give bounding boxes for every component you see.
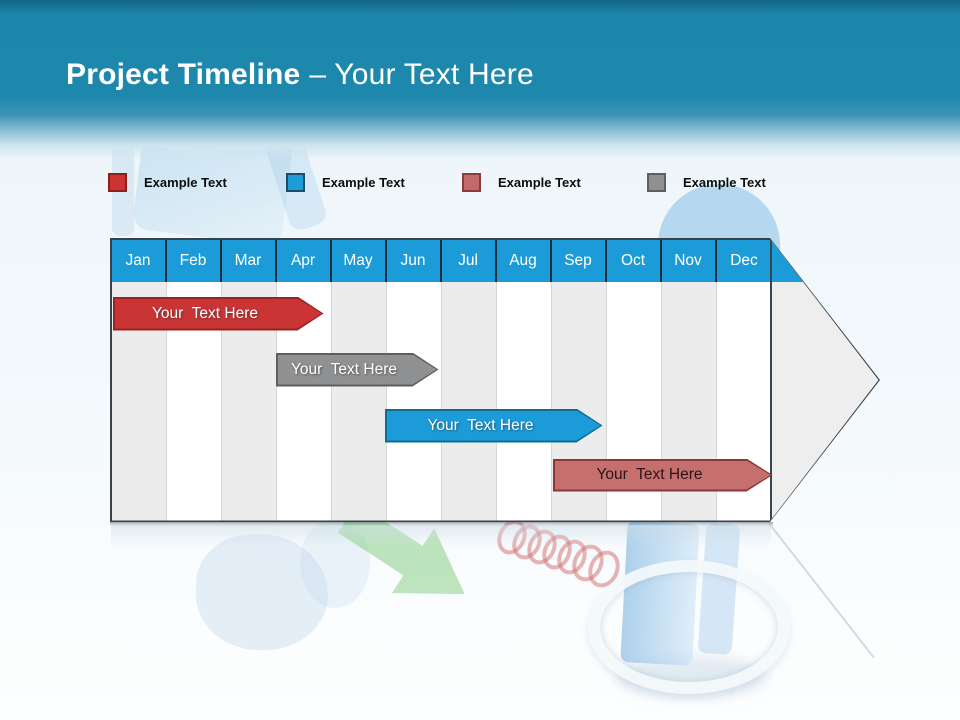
grid-column bbox=[441, 281, 497, 521]
month-cell-dec[interactable]: Dec bbox=[730, 251, 758, 269]
task-arrow-fill bbox=[115, 299, 322, 329]
legend-label: Example Text bbox=[322, 174, 405, 190]
legend-swatch-icon bbox=[286, 172, 305, 192]
legend-swatch-icon bbox=[462, 172, 481, 192]
grid-column bbox=[331, 281, 387, 521]
month-cell-sep[interactable]: Sep bbox=[552, 239, 607, 282]
month-cell-may[interactable]: May bbox=[332, 239, 387, 282]
ghost-sitting-figure bbox=[196, 534, 328, 650]
task-arrow[interactable]: Your Text Here bbox=[113, 297, 324, 331]
month-cell-aug[interactable]: Aug bbox=[497, 239, 552, 282]
legend-swatch-icon bbox=[647, 172, 666, 192]
month-cell-feb[interactable]: Feb bbox=[167, 239, 222, 282]
month-cell-nov[interactable]: Nov bbox=[662, 239, 717, 282]
grid-column bbox=[496, 281, 552, 521]
timeline-tip-reflection bbox=[768, 523, 875, 659]
month-cell-jun[interactable]: Jun bbox=[387, 239, 442, 282]
legend-item[interactable]: Example Text bbox=[647, 171, 766, 193]
task-label: Your Text Here bbox=[596, 466, 703, 483]
task-arrow[interactable]: Your Text Here bbox=[553, 459, 773, 492]
coil-ring bbox=[582, 545, 626, 593]
task-label: Your Text Here bbox=[291, 360, 397, 378]
title-regular-text: – Your Text Here bbox=[309, 58, 534, 91]
month-cell-apr[interactable]: Apr bbox=[277, 239, 332, 282]
coil-ring bbox=[521, 524, 563, 570]
task-arrow-fill bbox=[278, 355, 437, 385]
month-cell-mar[interactable]: Mar bbox=[222, 239, 277, 282]
title-bold-text: Project Timeline bbox=[66, 58, 301, 91]
timeline-reflection bbox=[111, 525, 771, 547]
legend-item[interactable]: Example Text bbox=[286, 171, 405, 193]
ghost-phone-body bbox=[620, 520, 700, 666]
page-title[interactable]: Project Timeline– Your Text Here bbox=[66, 58, 534, 92]
grid-column bbox=[386, 281, 442, 521]
legend-item[interactable]: Example Text bbox=[108, 171, 227, 193]
task-label: Your Text Here bbox=[152, 304, 258, 322]
legend-item[interactable]: Example Text bbox=[462, 171, 581, 193]
ghost-phone-handle bbox=[697, 522, 741, 656]
ghost-phone-cord bbox=[491, 514, 626, 593]
ghost-phone-shadow bbox=[616, 656, 766, 698]
timeline-grid bbox=[111, 281, 772, 521]
task-arrow[interactable]: Your Text Here bbox=[385, 409, 603, 443]
task-arrow-fill bbox=[387, 411, 601, 441]
legend-swatch-icon bbox=[108, 172, 127, 192]
timeline-shadow bbox=[110, 522, 773, 526]
coil-ring bbox=[506, 519, 548, 565]
coil-ring bbox=[536, 529, 578, 575]
month-cell-oct[interactable]: Oct bbox=[607, 239, 662, 282]
timeline-grid-divider bbox=[770, 239, 772, 521]
legend-label: Example Text bbox=[144, 174, 227, 190]
legend-label: Example Text bbox=[498, 174, 581, 190]
task-arrow[interactable]: Your Text Here bbox=[276, 353, 439, 387]
month-cell-jul[interactable]: Jul bbox=[442, 239, 497, 282]
legend-label: Example Text bbox=[683, 174, 766, 190]
coil-ring bbox=[551, 534, 593, 580]
ghost-base-ring bbox=[588, 560, 790, 694]
month-cell-jan[interactable]: Jan bbox=[112, 239, 167, 282]
task-label: Your Text Here bbox=[427, 416, 534, 434]
coil-ring bbox=[566, 539, 610, 587]
ghost-sitting-figure-2 bbox=[300, 518, 370, 608]
task-arrow-fill bbox=[555, 461, 771, 490]
